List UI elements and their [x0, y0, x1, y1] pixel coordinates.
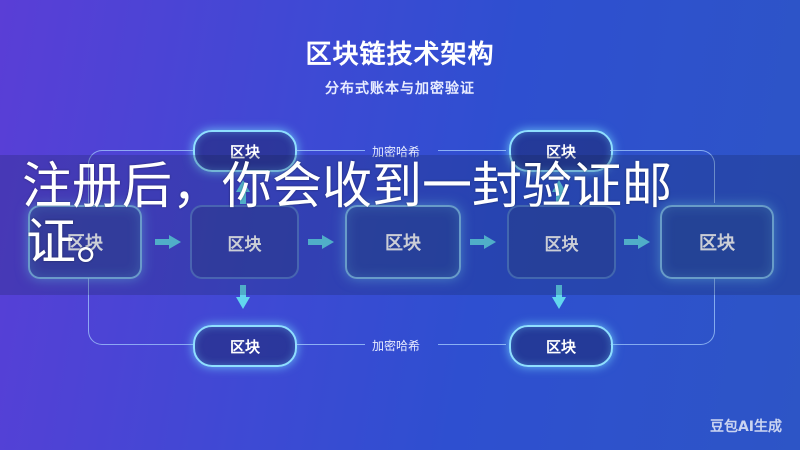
caption-line-2: 证。	[26, 214, 126, 270]
arrow-up-left	[236, 180, 250, 204]
arrow-up-right	[552, 180, 566, 204]
block-mid-5: 区块	[660, 205, 774, 279]
arrow-right-1	[155, 235, 181, 249]
loop-bottom-right	[610, 278, 715, 345]
diagram-title: 区块链技术架构	[305, 40, 495, 70]
link-line-bottom-a	[295, 344, 365, 345]
link-label-bottom: 加密哈希	[372, 339, 421, 353]
block-bottom-right: 区块	[509, 325, 613, 367]
arrow-right-4	[624, 235, 650, 249]
diagram-subtitle: 分布式账本与加密验证	[325, 81, 475, 97]
arrow-right-2	[308, 235, 334, 249]
block-bottom-left: 区块	[193, 325, 297, 367]
link-line-top-b	[438, 150, 506, 151]
block-top-left: 区块	[193, 130, 297, 172]
block-mid-2: 区块	[190, 205, 299, 279]
arrow-right-3	[470, 235, 496, 249]
link-line-top-a	[295, 150, 365, 151]
loop-top-right	[610, 150, 715, 203]
loop-top-left	[88, 150, 193, 203]
arrow-down-left	[236, 285, 250, 309]
block-mid-3: 区块	[345, 205, 461, 279]
arrow-down-right	[552, 285, 566, 309]
link-label-top: 加密哈希	[372, 145, 421, 159]
block-mid-4: 区块	[507, 205, 616, 279]
block-mid-1: 区块	[28, 205, 142, 279]
loop-bottom-left	[88, 278, 193, 345]
caption-line-1: 注册后，你会收到一封验证邮	[22, 158, 672, 214]
watermark: 豆包AI生成	[709, 419, 782, 435]
block-top-right: 区块	[509, 130, 613, 172]
caption-band	[0, 155, 800, 295]
link-line-bottom-b	[438, 344, 506, 345]
